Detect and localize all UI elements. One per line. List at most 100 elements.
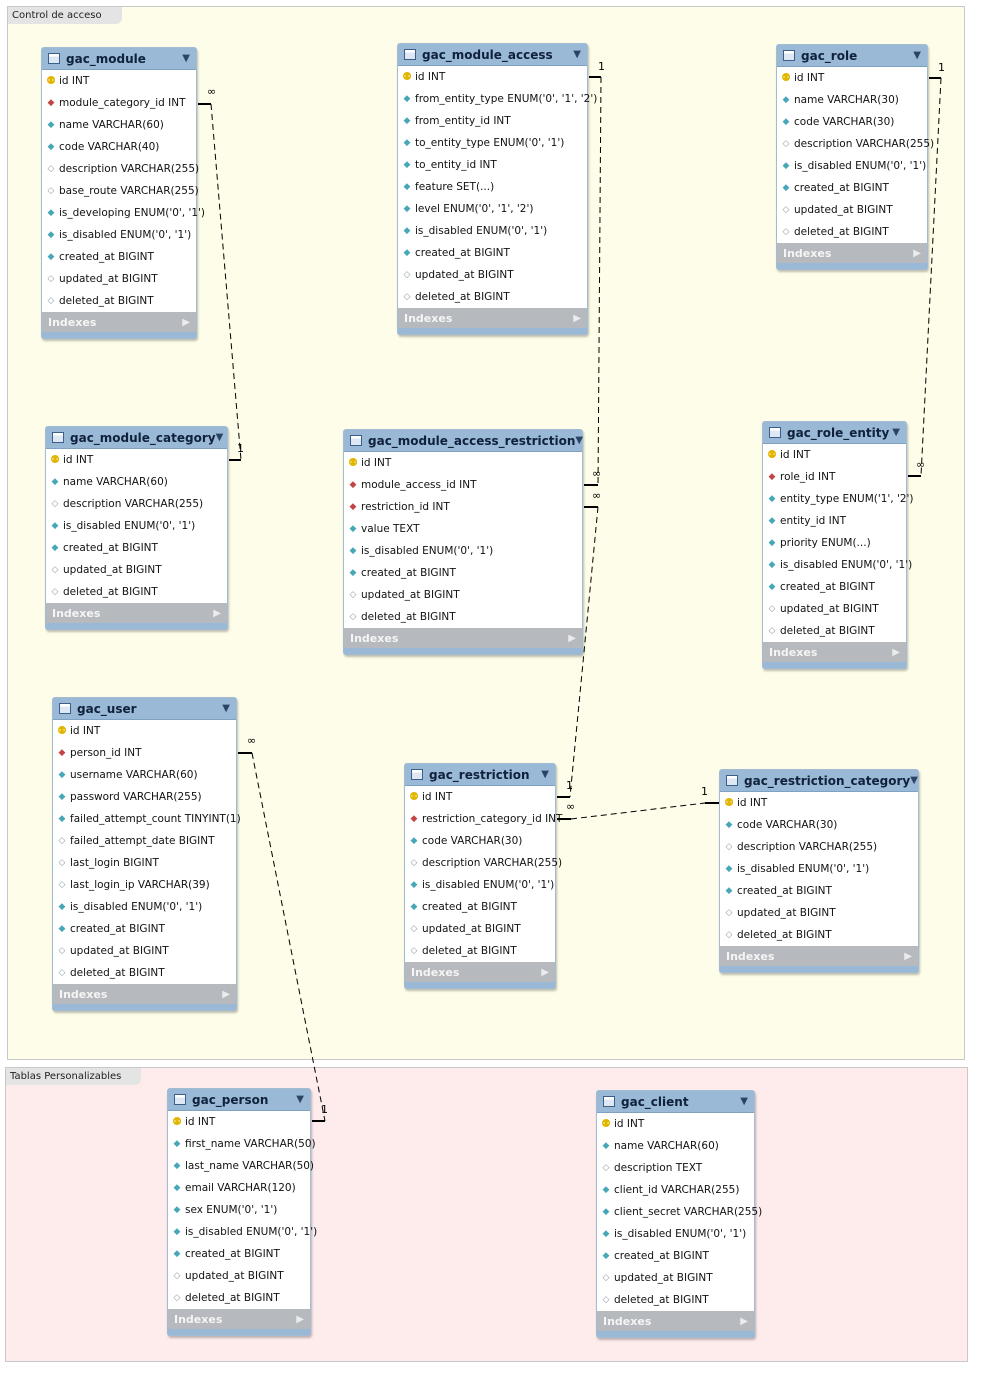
table-column[interactable]: ◆priority ENUM(...) (763, 532, 906, 554)
table-column[interactable]: ◆entity_type ENUM('1', '2') (763, 488, 914, 510)
table-column[interactable]: ◇deleted_at BIGINT (53, 962, 236, 984)
table-gac-module[interactable]: gac_module▼⚉id INT◆module_category_id IN… (41, 47, 206, 339)
collapse-toggle-icon[interactable]: ▼ (573, 49, 581, 60)
table-header[interactable]: gac_module_category▼ (46, 427, 227, 449)
table-column[interactable]: ◆code VARCHAR(30) (720, 814, 918, 836)
table-column[interactable]: ◆from_entity_type ENUM('0', '1', '2') (398, 88, 598, 110)
expand-arrow-icon[interactable]: ▶ (541, 966, 549, 978)
table-header[interactable]: gac_user▼ (53, 698, 236, 720)
table-column[interactable]: ◇description VARCHAR(255) (405, 852, 563, 874)
table-column[interactable]: ◆module_category_id INT (42, 92, 196, 114)
table-column[interactable]: ◆name VARCHAR(30) (777, 89, 927, 111)
table-column[interactable]: ◆entity_id INT (763, 510, 906, 532)
table-column[interactable]: ◆is_disabled ENUM('0', '1') (344, 540, 582, 562)
table-column[interactable]: ◇updated_at BIGINT (405, 918, 555, 940)
layer-tablas-personalizables[interactable]: Tablas Personalizables (5, 1067, 968, 1362)
indexes-section[interactable]: Indexes▶ (344, 628, 582, 648)
table-column[interactable]: ◆created_at BIGINT (777, 177, 927, 199)
table-column[interactable]: ◇deleted_at BIGINT (344, 606, 582, 628)
expand-arrow-icon[interactable]: ▶ (568, 632, 576, 644)
table-column[interactable]: ◆created_at BIGINT (344, 562, 582, 584)
table-column[interactable]: ◆password VARCHAR(255) (53, 786, 236, 808)
table-column[interactable]: ◆to_entity_id INT (398, 154, 587, 176)
table-column[interactable]: ◆is_disabled ENUM('0', '1') (46, 515, 227, 537)
table-column[interactable]: ◆is_disabled ENUM('0', '1') (42, 224, 196, 246)
expand-arrow-icon[interactable]: ▶ (740, 1315, 748, 1327)
table-column[interactable]: ⚉id INT (168, 1111, 310, 1133)
table-header[interactable]: gac_module_access▼ (398, 44, 587, 66)
table-column[interactable]: ◇updated_at BIGINT (720, 902, 918, 924)
collapse-toggle-icon[interactable]: ▼ (910, 775, 918, 786)
table-column[interactable]: ◆created_at BIGINT (405, 896, 555, 918)
table-column[interactable]: ◇deleted_at BIGINT (720, 924, 918, 946)
table-column[interactable]: ◆is_developing ENUM('0', '1') (42, 202, 206, 224)
table-column[interactable]: ◇deleted_at BIGINT (168, 1287, 310, 1309)
expand-arrow-icon[interactable]: ▶ (182, 316, 190, 328)
table-column[interactable]: ◆code VARCHAR(40) (42, 136, 196, 158)
table-header[interactable]: gac_module_access_restriction▼ (344, 430, 583, 452)
indexes-section[interactable]: Indexes▶ (405, 962, 555, 982)
table-column[interactable]: ◆is_disabled ENUM('0', '1') (777, 155, 927, 177)
table-column[interactable]: ◇updated_at BIGINT (344, 584, 582, 606)
table-column[interactable]: ⚉id INT (597, 1113, 754, 1135)
table-column[interactable]: ◆client_secret VARCHAR(255) (597, 1201, 763, 1223)
table-column[interactable]: ◆name VARCHAR(60) (597, 1135, 754, 1157)
table-column[interactable]: ◆created_at BIGINT (597, 1245, 754, 1267)
table-column[interactable]: ◆sex ENUM('0', '1') (168, 1199, 310, 1221)
table-column[interactable]: ◆email VARCHAR(120) (168, 1177, 310, 1199)
table-column[interactable]: ◇updated_at BIGINT (168, 1265, 310, 1287)
table-column[interactable]: ◇updated_at BIGINT (53, 940, 236, 962)
table-column[interactable]: ◆module_access_id INT (344, 474, 582, 496)
table-column[interactable]: ◆is_disabled ENUM('0', '1') (720, 858, 918, 880)
table-gac-user[interactable]: gac_user▼⚉id INT◆person_id INT◆username … (52, 697, 241, 1011)
table-column[interactable]: ◆client_id VARCHAR(255) (597, 1179, 754, 1201)
expand-arrow-icon[interactable]: ▶ (892, 646, 900, 658)
table-column[interactable]: ◆name VARCHAR(60) (46, 471, 227, 493)
table-column[interactable]: ⚉id INT (42, 70, 196, 92)
expand-arrow-icon[interactable]: ▶ (573, 312, 581, 324)
indexes-section[interactable]: Indexes▶ (720, 946, 918, 966)
table-column[interactable]: ◇description VARCHAR(255) (720, 836, 918, 858)
table-header[interactable]: gac_person▼ (168, 1089, 310, 1111)
table-column[interactable]: ◆code VARCHAR(30) (405, 830, 555, 852)
expand-arrow-icon[interactable]: ▶ (222, 988, 230, 1000)
table-column[interactable]: ◆value TEXT (344, 518, 582, 540)
table-column[interactable]: ◇updated_at BIGINT (597, 1267, 754, 1289)
table-column[interactable]: ◆name VARCHAR(60) (42, 114, 196, 136)
expand-arrow-icon[interactable]: ▶ (913, 247, 921, 259)
table-column[interactable]: ◇deleted_at BIGINT (763, 620, 906, 642)
table-gac-role-entity[interactable]: gac_role_entity▼⚉id INT◆role_id INT◆enti… (762, 421, 914, 669)
table-column[interactable]: ◆is_disabled ENUM('0', '1') (168, 1221, 318, 1243)
table-column[interactable]: ◇description VARCHAR(255) (777, 133, 935, 155)
table-column[interactable]: ◆is_disabled ENUM('0', '1') (597, 1223, 754, 1245)
table-column[interactable]: ⚉id INT (405, 786, 555, 808)
table-gac-role[interactable]: gac_role▼⚉id INT◆name VARCHAR(30)◆code V… (776, 44, 935, 270)
indexes-section[interactable]: Indexes▶ (46, 603, 227, 623)
collapse-toggle-icon[interactable]: ▼ (892, 427, 900, 438)
collapse-toggle-icon[interactable]: ▼ (541, 769, 549, 780)
table-column[interactable]: ◆feature SET(...) (398, 176, 587, 198)
table-column[interactable]: ◆last_name VARCHAR(50) (168, 1155, 315, 1177)
table-column[interactable]: ◆is_disabled ENUM('0', '1') (405, 874, 555, 896)
table-gac-module-access-restriction[interactable]: gac_module_access_restriction▼⚉id INT◆mo… (343, 429, 583, 655)
table-column[interactable]: ◇description TEXT (597, 1157, 754, 1179)
table-column[interactable]: ◇deleted_at BIGINT (405, 940, 555, 962)
table-column[interactable]: ⚉id INT (46, 449, 227, 471)
table-column[interactable]: ◇description VARCHAR(255) (46, 493, 227, 515)
expand-arrow-icon[interactable]: ▶ (904, 950, 912, 962)
table-header[interactable]: gac_restriction▼ (405, 764, 555, 786)
table-header[interactable]: gac_role▼ (777, 45, 927, 67)
table-column[interactable]: ◇last_login_ip VARCHAR(39) (53, 874, 236, 896)
table-gac-restriction[interactable]: gac_restriction▼⚉id INT◆restriction_cate… (404, 763, 563, 989)
table-column[interactable]: ◆created_at BIGINT (763, 576, 906, 598)
table-column[interactable]: ◆code VARCHAR(30) (777, 111, 927, 133)
table-column[interactable]: ◇updated_at BIGINT (763, 598, 906, 620)
table-column[interactable]: ◆to_entity_type ENUM('0', '1') (398, 132, 587, 154)
table-column[interactable]: ◆created_at BIGINT (46, 537, 227, 559)
indexes-section[interactable]: Indexes▶ (777, 243, 927, 263)
table-column[interactable]: ◆restriction_category_id INT (405, 808, 563, 830)
table-column[interactable]: ⚉id INT (53, 720, 236, 742)
table-gac-client[interactable]: gac_client▼⚉id INT◆name VARCHAR(60)◇desc… (596, 1090, 763, 1338)
table-column[interactable]: ⚉id INT (777, 67, 927, 89)
table-column[interactable]: ◇description VARCHAR(255) (42, 158, 200, 180)
